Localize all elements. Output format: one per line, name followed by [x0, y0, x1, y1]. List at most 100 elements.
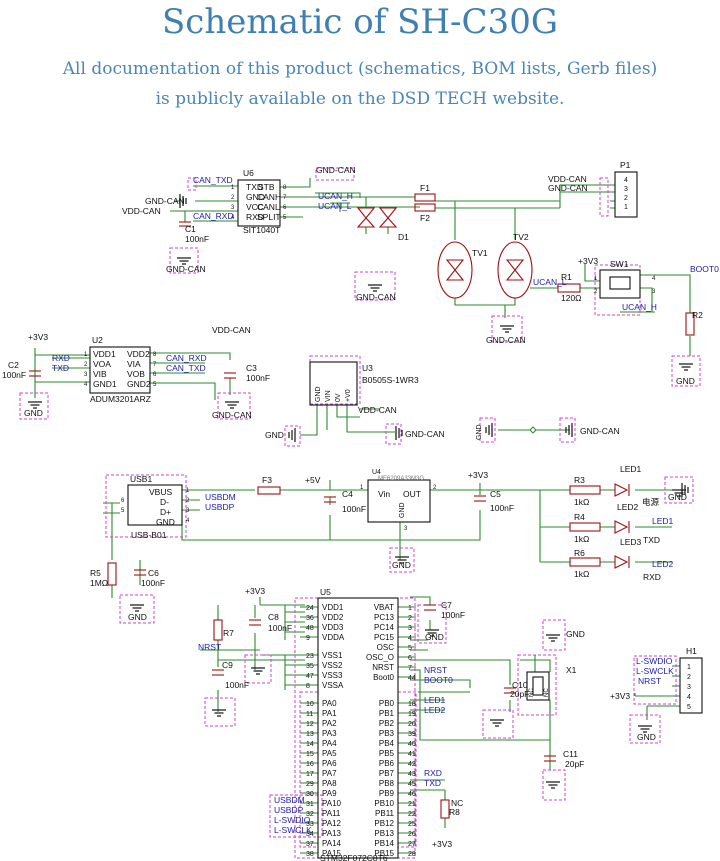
svg-text:CAN_TXD: CAN_TXD — [166, 363, 206, 373]
svg-text:1: 1 — [594, 276, 598, 282]
svg-text:4: 4 — [652, 276, 656, 282]
svg-text:100nF: 100nF — [2, 370, 26, 380]
svg-text:UCAN_H: UCAN_H — [622, 302, 657, 312]
svg-text:R8: R8 — [449, 807, 460, 817]
svg-text:NRST: NRST — [198, 642, 221, 652]
svg-text:USBDM: USBDM — [205, 492, 236, 502]
mcu-pin-name: PB7 — [379, 769, 395, 778]
svg-text:4: 4 — [231, 215, 235, 221]
svg-text:1: 1 — [186, 488, 190, 494]
svg-text:4: 4 — [84, 382, 88, 388]
mcu-pin-name: PB4 — [379, 739, 395, 748]
mcu-pin-name: VSS3 — [322, 671, 343, 680]
svg-text:VDD-CAN: VDD-CAN — [548, 174, 587, 184]
mcu-pin-number: 46 — [408, 791, 416, 798]
svg-text:CAN_RXD: CAN_RXD — [166, 353, 207, 363]
svg-text:U3: U3 — [362, 363, 373, 373]
mcu-pin-number: 30 — [306, 791, 314, 798]
mcu-pin-number: 26 — [408, 831, 416, 838]
svg-text:100nF: 100nF — [342, 504, 366, 514]
svg-text:GND: GND — [315, 386, 322, 402]
svg-text:1kΩ: 1kΩ — [574, 497, 589, 507]
svg-text:VDD-CAN: VDD-CAN — [212, 325, 251, 335]
svg-text:X1: X1 — [566, 665, 577, 675]
svg-text:C2: C2 — [8, 360, 19, 370]
svg-text:+3V3: +3V3 — [610, 691, 630, 701]
mcu-pin-number: 17 — [306, 771, 314, 778]
mcu-pin-number: 40 — [408, 741, 416, 748]
svg-text:5: 5 — [153, 382, 157, 388]
mcu-pin-name: PA4 — [322, 739, 337, 748]
svg-text:GND: GND — [637, 732, 656, 742]
svg-text:RXD: RXD — [424, 768, 442, 778]
mcu-pin-name: PA9 — [322, 789, 337, 798]
mcu-pin-number: 24 — [306, 605, 314, 612]
svg-text:100nF: 100nF — [225, 680, 249, 690]
mcu-pin-name: Boot0 — [373, 673, 394, 682]
svg-text:3: 3 — [186, 508, 190, 514]
svg-text:3: 3 — [687, 684, 691, 691]
svg-text:P1: P1 — [620, 160, 631, 170]
svg-text:R5: R5 — [90, 568, 101, 578]
mcu-pin-name: PB10 — [374, 799, 394, 808]
mcu-pin-number: 9 — [306, 635, 310, 642]
svg-text:电源: 电源 — [642, 497, 660, 507]
mcu-pin-name: VDD2 — [322, 613, 344, 622]
svg-text:1: 1 — [360, 485, 364, 491]
mcu-pin-name: PA1 — [322, 709, 337, 718]
svg-text:GND: GND — [246, 192, 265, 202]
svg-text:GND: GND — [566, 629, 585, 639]
svg-text:3: 3 — [84, 372, 88, 378]
svg-text:GND2: GND2 — [127, 379, 151, 389]
mcu-pin-number: 18 — [408, 701, 416, 708]
svg-text:TXD: TXD — [52, 363, 69, 373]
svg-text:5: 5 — [283, 215, 287, 221]
mcu-pin-name: NRST — [372, 663, 394, 672]
mcu-pin-number: 5 — [408, 645, 412, 652]
svg-text:1: 1 — [687, 664, 691, 671]
svg-text:VDD-CAN: VDD-CAN — [122, 206, 161, 216]
mcu-pin-number: 3 — [408, 625, 412, 632]
mcu-pin-name: PB1 — [379, 709, 395, 718]
svg-text:NC: NC — [451, 798, 463, 808]
svg-text:4: 4 — [687, 694, 691, 701]
svg-text:3: 3 — [404, 526, 408, 532]
svg-text:VOA: VOA — [93, 359, 111, 369]
svg-text:0V: 0V — [335, 393, 342, 402]
svg-text:2: 2 — [624, 195, 628, 202]
svg-text:R7: R7 — [223, 628, 234, 638]
mcu-pin-name: PB9 — [379, 789, 395, 798]
svg-text:RXD: RXD — [246, 212, 264, 222]
mcu-pin-number: 20 — [408, 721, 416, 728]
svg-text:USBDM: USBDM — [274, 795, 305, 805]
svg-text:NRST: NRST — [638, 676, 661, 686]
svg-text:VBUS: VBUS — [149, 487, 172, 497]
svg-text:L-SWDIO: L-SWDIO — [274, 815, 311, 825]
svg-text:NRST: NRST — [424, 665, 447, 675]
mcu-pin-name: PA15 — [322, 849, 342, 858]
mcu-pin-name: PA12 — [322, 819, 342, 828]
svg-text:8: 8 — [283, 185, 287, 191]
svg-text:120Ω: 120Ω — [561, 293, 582, 303]
mcu-pin-number: 7 — [408, 665, 412, 672]
svg-text:TV2: TV2 — [513, 232, 529, 242]
svg-text:100nF: 100nF — [490, 503, 514, 513]
svg-text:LED1: LED1 — [620, 464, 642, 474]
svg-text:GND-CAN: GND-CAN — [486, 335, 526, 345]
svg-text:VCC: VCC — [246, 202, 264, 212]
mcu-pin-name: PC14 — [374, 623, 395, 632]
svg-text:1: 1 — [231, 185, 235, 191]
svg-text:GND: GND — [476, 424, 483, 440]
mcu-pin-number: 16 — [306, 761, 314, 768]
mcu-pin-name: PA11 — [322, 809, 341, 818]
svg-text:+3V3: +3V3 — [28, 332, 48, 342]
mcu-pin-number: 6 — [408, 655, 412, 662]
mcu-pin-name: OSC — [377, 643, 395, 652]
svg-text:USB1: USB1 — [130, 474, 152, 484]
svg-text:1kΩ: 1kΩ — [574, 534, 589, 544]
svg-text:+3V3: +3V3 — [468, 470, 488, 480]
svg-text:GND1: GND1 — [93, 379, 117, 389]
